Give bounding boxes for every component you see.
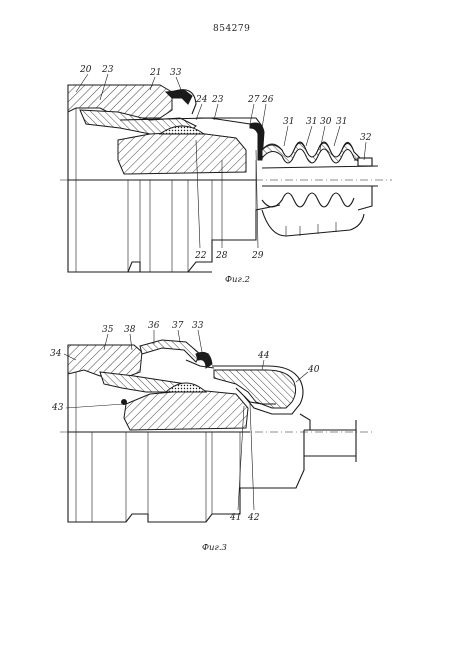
fig3-label-41: 41 [229, 513, 241, 523]
fig2-label-23: 23 [101, 65, 114, 75]
fig3-seal-carrier [139, 339, 201, 363]
fig2-label-29: 29 [251, 251, 264, 261]
fig2-label-26: 26 [261, 95, 274, 105]
fig2-inner-ring [117, 131, 247, 175]
fig2-label-23b: 23 [211, 95, 224, 105]
fig2-label-32: 32 [360, 133, 372, 143]
fig3-label-38: 38 [124, 325, 136, 335]
fig2-label-28: 28 [215, 251, 228, 261]
fig2-caption: Фиг.2 [225, 275, 250, 285]
fig2-label-27: 27 [247, 95, 260, 105]
fig3-ball [164, 382, 208, 393]
fig2-label-31a: 31 [283, 117, 294, 127]
fig3-label-36: 36 [148, 321, 160, 331]
fig3-caption: Фиг.3 [202, 543, 227, 553]
fig2-label-22: 22 [194, 251, 207, 261]
fig2-ball [158, 125, 206, 135]
fig2-label-33: 33 [170, 68, 182, 78]
page-number: 854279 [213, 24, 251, 34]
figure-3 [60, 339, 372, 523]
fig3-label-34: 34 [50, 349, 62, 359]
fig3-label-43: 43 [51, 403, 64, 413]
fig3-label-42: 42 [247, 513, 260, 523]
fig2-label-24: 24 [195, 95, 208, 105]
fig3-leaders [63, 329, 309, 511]
fig2-label-21: 21 [149, 68, 161, 78]
figure-2 [60, 84, 392, 273]
fig3-label-39: 39 [198, 353, 210, 363]
fig2-retainer-lip [249, 122, 265, 161]
fig3-label-35: 35 [102, 325, 114, 335]
fig2-label-31b: 31 [306, 117, 317, 127]
fig3-labels: 35 38 36 37 33 34 39 44 40 43 41 42 Фиг.… [50, 321, 320, 553]
fig3-label-33: 33 [192, 321, 204, 331]
fig2-leaders [75, 73, 367, 249]
fig2-label-30: 30 [320, 117, 332, 127]
fig3-inner-ring [123, 389, 249, 431]
fig3-label-37: 37 [172, 321, 184, 331]
fig2-label-31c: 31 [336, 117, 347, 127]
fig2-label-20: 20 [79, 65, 92, 75]
fig3-label-40: 40 [307, 365, 320, 375]
fig3-cover [212, 365, 304, 415]
fig3-label-44: 44 [257, 351, 270, 361]
fig2-labels: 20 23 21 33 24 23 27 26 31 31 30 31 32 2… [79, 65, 372, 285]
